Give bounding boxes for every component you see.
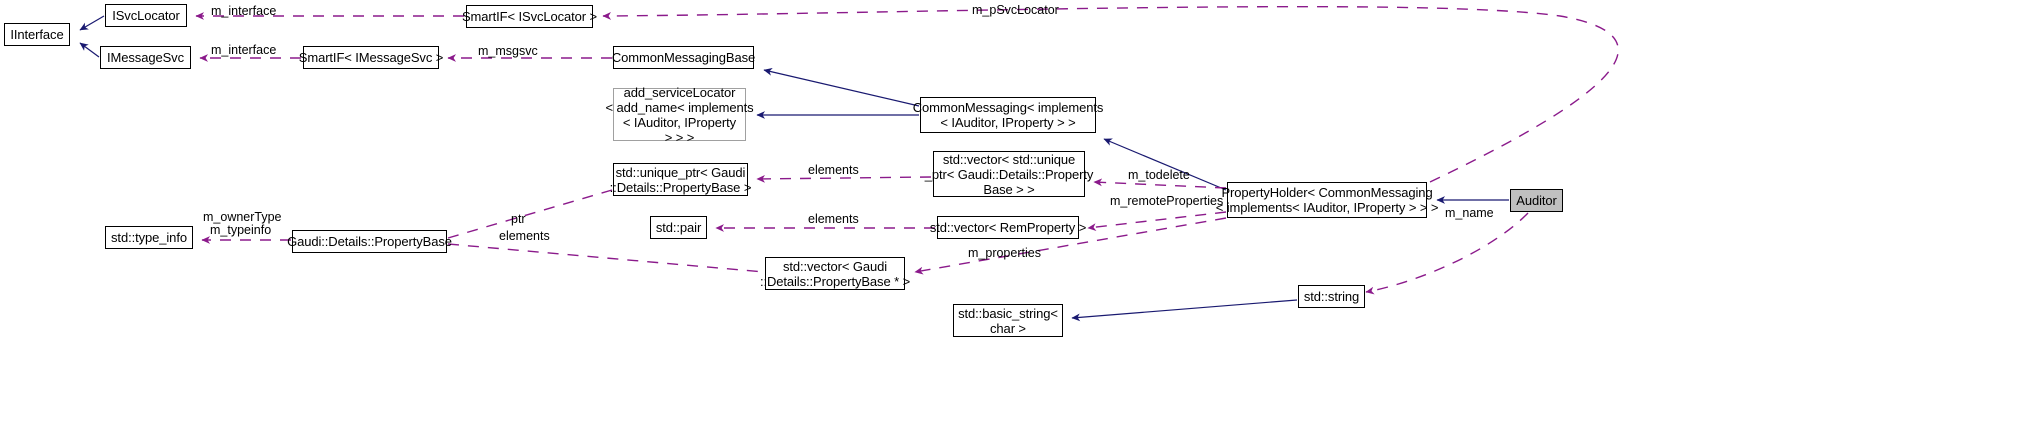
edge-propertybase-vecpropbaseptr-elements bbox=[447, 243, 765, 273]
edge-label-m_typeinfo: m_typeinfo bbox=[210, 223, 272, 237]
edge-label-m_msgsvc: m_msgsvc bbox=[478, 44, 538, 58]
edge-stdstring-basicstring bbox=[1071, 299, 1298, 322]
class-node-basic_string[interactable]: std::basic_string< char > bbox=[953, 304, 1063, 337]
class-node-uniqueptr_propbase[interactable]: std::unique_ptr< Gaudi ::Details::Proper… bbox=[609, 163, 752, 196]
class-node-iinterface[interactable]: IInterface bbox=[4, 23, 70, 46]
class-node-isvclocator[interactable]: ISvcLocator bbox=[105, 4, 187, 27]
edge-auditor-stdstring-m-name bbox=[1365, 212, 1529, 295]
class-node-add_servicelocator[interactable]: add_serviceLocator < add_name< implement… bbox=[605, 84, 754, 145]
edge-label-m_psvclocator: m_pSvcLocator bbox=[972, 3, 1059, 17]
class-node-imessagesvc[interactable]: IMessageSvc bbox=[100, 46, 191, 69]
edge-isvclocator-iinterface bbox=[79, 15, 105, 31]
edge-commonmessaging-commonmessagingbase bbox=[763, 68, 920, 107]
class-node-commonmsgbase[interactable]: CommonMessagingBase bbox=[612, 46, 755, 69]
class-node-vec_uniqueptr[interactable]: std::vector< std::unique _ptr< Gaudi::De… bbox=[924, 151, 1094, 197]
edge-label-m_ownertype: m_ownerType bbox=[203, 210, 282, 224]
edge-propertyholder-vecuniqueptr-m-todelete bbox=[1093, 178, 1227, 189]
edge-label-m_remoteproperties: m_remoteProperties bbox=[1110, 194, 1224, 208]
edge-propertyholder-smartif-isvclocator bbox=[602, 5, 1619, 183]
edge-label-elements_2: elements bbox=[808, 212, 859, 226]
edge-propertyholder-commonmessaging bbox=[1103, 138, 1227, 191]
edge-label-m_interface_1: m_interface bbox=[211, 4, 277, 18]
class-node-smartif_imsgsvc[interactable]: SmartIF< IMessageSvc > bbox=[299, 46, 443, 69]
class-node-smartif_isvcloc[interactable]: SmartIF< ISvcLocator > bbox=[462, 5, 597, 28]
edge-label-m_properties: m_properties bbox=[968, 246, 1041, 260]
edge-imessagesvc-iinterface bbox=[79, 42, 100, 58]
class-node-commonmessaging[interactable]: CommonMessaging< implements < IAuditor, … bbox=[913, 97, 1103, 133]
edge-label-ptr: ptr bbox=[511, 212, 526, 226]
edge-label-m_todelete: m_todelete bbox=[1128, 168, 1190, 182]
class-node-vec_propbase_ptr[interactable]: std::vector< Gaudi ::Details::PropertyBa… bbox=[759, 257, 911, 290]
class-node-type_info[interactable]: std::type_info bbox=[105, 226, 193, 249]
edge-label-m_name: m_name bbox=[1445, 206, 1494, 220]
edge-label-elements_3: elements bbox=[499, 229, 550, 243]
edge-propertyholder-vecremproperty bbox=[1087, 211, 1227, 231]
class-node-propertyholder[interactable]: PropertyHolder< CommonMessaging < implem… bbox=[1216, 182, 1438, 218]
class-node-auditor[interactable]: Auditor bbox=[1510, 189, 1563, 212]
edge-vecuniqueptr-uniqueptr-elements bbox=[756, 175, 932, 183]
class-node-stdstring[interactable]: std::string bbox=[1298, 285, 1365, 308]
edge-label-m_interface_2: m_interface bbox=[211, 43, 277, 57]
class-node-propertybase[interactable]: Gaudi::Details::PropertyBase bbox=[287, 230, 452, 253]
class-node-vec_remproperty[interactable]: std::vector< RemProperty > bbox=[930, 216, 1086, 239]
class-node-stdpair[interactable]: std::pair bbox=[650, 216, 707, 239]
edge-label-elements_1: elements bbox=[808, 163, 859, 177]
